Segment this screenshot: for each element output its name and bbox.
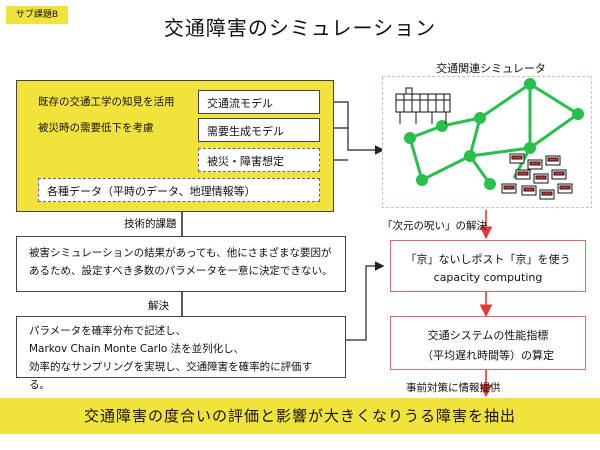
sub-topic-tag: サブ課題B: [6, 6, 68, 24]
demand-model-box: 需要生成モデル: [198, 118, 320, 142]
solution-label: 解決: [148, 300, 169, 312]
solution-line-3: 効率的なサンプリングを実現し、交通障害を確率的に評価する。: [29, 360, 313, 391]
panel-line-1: 既存の交通工学の知見を活用: [38, 96, 175, 108]
solution-box: パラメータを確率分布で記述し、 Markov Chain Monte Carlo…: [16, 316, 346, 391]
info-provision-label: 事前対策に情報提供: [406, 382, 501, 394]
solution-line-1: パラメータを確率分布で記述し、: [29, 325, 187, 337]
building-icon: [395, 87, 451, 124]
network-nodes: [404, 78, 584, 190]
kyo-line-1: 「京」ないしポスト「京」を使う: [405, 253, 571, 266]
car-cluster-icon: [501, 153, 573, 200]
arrow-panel-to-simulator: [320, 101, 385, 155]
issue-label: 技術的課題: [124, 218, 177, 230]
traffic-network-illustration: [382, 76, 592, 208]
curse-of-dimensionality-label: 「次元の呪い」の解決: [382, 220, 487, 232]
disaster-scenario-box: 被災・障害想定: [198, 148, 320, 172]
traffic-flow-model-box: 交通流モデル: [198, 90, 320, 114]
kyo-line-2: capacity computing: [433, 271, 543, 284]
conclusion-banner: 交通障害の度合いの評価と影響が大きくなりうる障害を抽出: [0, 398, 600, 434]
kyo-computing-box: 「京」ないしポスト「京」を使う capacity computing: [390, 240, 586, 292]
arrow-solution-to-kyo: [346, 261, 385, 341]
issue-line-2: あるため、設定すべき多数のパラメータを一意に決定できない。: [29, 264, 333, 277]
page-title: 交通障害のシミュレーション: [163, 16, 437, 40]
issue-line-1: 被害シミュレーションの結果があっても、他にさまざまな要因が: [29, 247, 332, 259]
performance-metrics-box: 交通システムの性能指標 （平均遅れ時間等）の算定: [390, 316, 586, 370]
issue-box: 被害シミュレーションの結果があっても、他にさまざまな要因が あるため、設定すべき…: [16, 236, 346, 292]
perf-line-1: 交通システムの性能指標: [427, 329, 549, 342]
panel-line-2: 被災時の需要低下を考慮: [38, 122, 154, 134]
data-sources-box: 各種データ（平時のデータ、地理情報等）: [38, 178, 320, 202]
solution-line-2: Markov Chain Monte Carlo 法を並列化し、: [29, 342, 245, 355]
perf-line-2: （平均遅れ時間等）の算定: [422, 349, 554, 362]
simulator-title: 交通関連シミュレータ: [436, 62, 546, 75]
